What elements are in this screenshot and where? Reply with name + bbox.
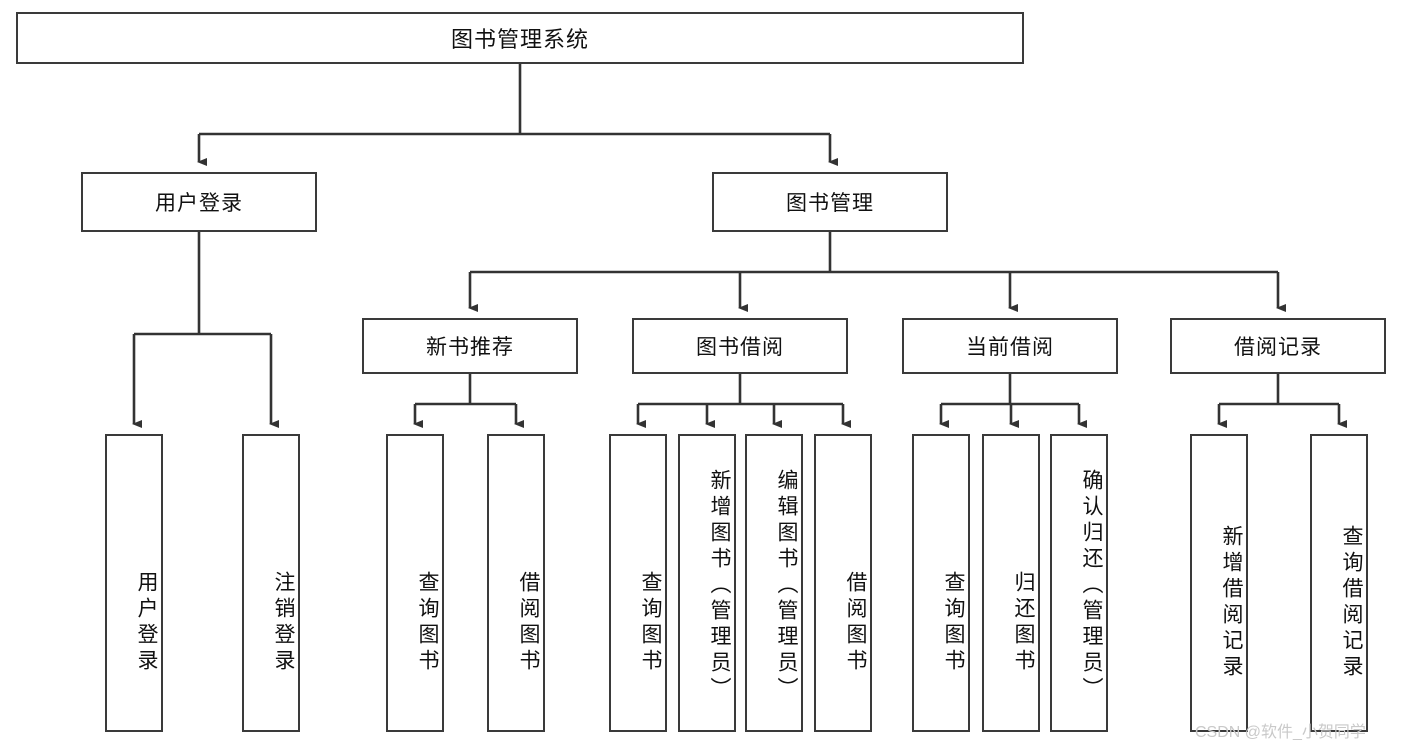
node-new-book-recommend[interactable]: 新书推荐 bbox=[362, 318, 578, 374]
leaf-confirm-return-admin[interactable]: 确认归还（管理员） bbox=[1050, 434, 1108, 732]
csdn-watermark: CSDN @软件_小贺同学 bbox=[1195, 724, 1366, 741]
leaf-borrow-book[interactable]: 借阅图书 bbox=[814, 434, 872, 732]
leaf-query-book-current[interactable]: 查询图书 bbox=[912, 434, 970, 732]
leaf-user-logout[interactable]: 注销登录 bbox=[242, 434, 300, 732]
node-current-borrow[interactable]: 当前借阅 bbox=[902, 318, 1118, 374]
leaf-query-book-borrow[interactable]: 查询图书 bbox=[609, 434, 667, 732]
node-book-borrow[interactable]: 图书借阅 bbox=[632, 318, 848, 374]
leaf-query-book-recommend[interactable]: 查询图书 bbox=[386, 434, 444, 732]
leaf-edit-book-admin[interactable]: 编辑图书（管理员） bbox=[745, 434, 803, 732]
leaf-user-login[interactable]: 用户登录 bbox=[105, 434, 163, 732]
leaf-return-book[interactable]: 归还图书 bbox=[982, 434, 1040, 732]
node-root-system[interactable]: 图书管理系统 bbox=[16, 12, 1024, 64]
leaf-query-borrow-record[interactable]: 查询借阅记录 bbox=[1310, 434, 1368, 732]
leaf-add-borrow-record[interactable]: 新增借阅记录 bbox=[1190, 434, 1248, 732]
leaf-borrow-book-recommend[interactable]: 借阅图书 bbox=[487, 434, 545, 732]
node-book-manage[interactable]: 图书管理 bbox=[712, 172, 948, 232]
node-borrow-record[interactable]: 借阅记录 bbox=[1170, 318, 1386, 374]
leaf-add-book-admin[interactable]: 新增图书（管理员） bbox=[678, 434, 736, 732]
node-user-login[interactable]: 用户登录 bbox=[81, 172, 317, 232]
